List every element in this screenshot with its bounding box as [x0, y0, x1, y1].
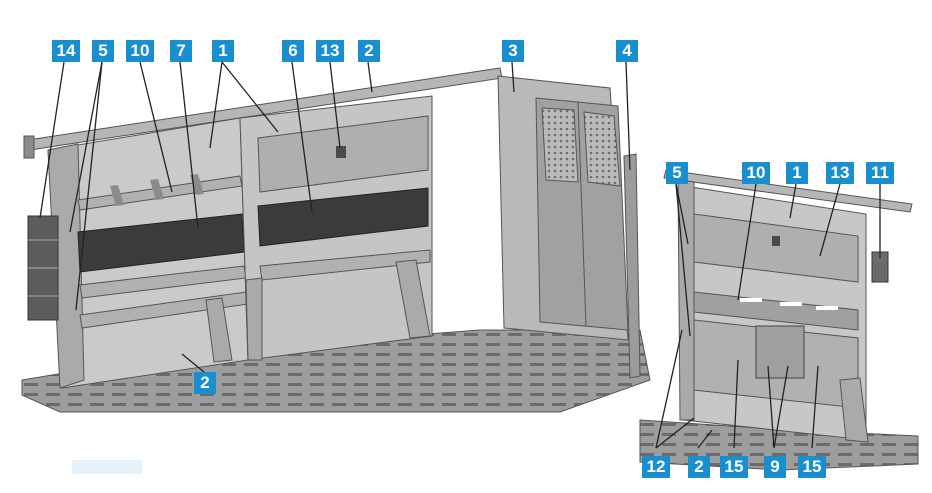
- dividers-left-3: [190, 174, 204, 195]
- middle-left-leg: [245, 277, 263, 361]
- callout-2-right: 2: [688, 456, 710, 478]
- slot-1: [740, 298, 762, 302]
- right-parts-tray: [755, 325, 805, 379]
- callout-14: 14: [52, 40, 80, 62]
- callout-3: 3: [502, 40, 524, 62]
- perforated-panel-left: [541, 107, 579, 183]
- callout-10: 10: [126, 40, 154, 62]
- callout-7: 7: [170, 40, 192, 62]
- callout-1: 1: [212, 40, 234, 62]
- callout-5: 5: [92, 40, 114, 62]
- perforated-panel-right: [583, 111, 621, 187]
- callout-1-right: 1: [786, 162, 808, 184]
- callout-4: 4: [616, 40, 638, 62]
- rail-end-bracket: [23, 135, 35, 159]
- bin-row-middle: [257, 187, 429, 247]
- callout-6: 6: [282, 40, 304, 62]
- callout-2-floor: 2: [194, 372, 216, 394]
- callout-13-right: 13: [826, 162, 854, 184]
- callout-15-right: 15: [798, 456, 826, 478]
- bottom-left-tint: [72, 460, 142, 474]
- callout-12: 12: [642, 456, 670, 478]
- shelf-middle-lower: [259, 249, 431, 281]
- leader-lines: [39, 61, 881, 449]
- callout-11: 11: [866, 162, 894, 184]
- right-top-rail: [663, 169, 913, 213]
- left-leg: [205, 297, 233, 363]
- callout-2: 2: [358, 40, 380, 62]
- callout-10-right: 10: [742, 162, 770, 184]
- slot-3: [816, 306, 838, 310]
- slot-2: [780, 302, 802, 306]
- cabinet-lock: [336, 146, 346, 158]
- dividers-left: [110, 185, 124, 206]
- right-leg: [839, 377, 869, 443]
- callout-15: 15: [720, 456, 748, 478]
- middle-leg: [395, 259, 431, 339]
- callout-13: 13: [316, 40, 344, 62]
- side-panel: [623, 153, 641, 379]
- right-end-panel: [677, 179, 695, 421]
- right-cabinet-lock: [772, 236, 780, 246]
- callout-9: 9: [764, 456, 786, 478]
- door-seam: [577, 101, 587, 327]
- callout-5-right: 5: [666, 162, 688, 184]
- dividers-left-2: [150, 179, 164, 200]
